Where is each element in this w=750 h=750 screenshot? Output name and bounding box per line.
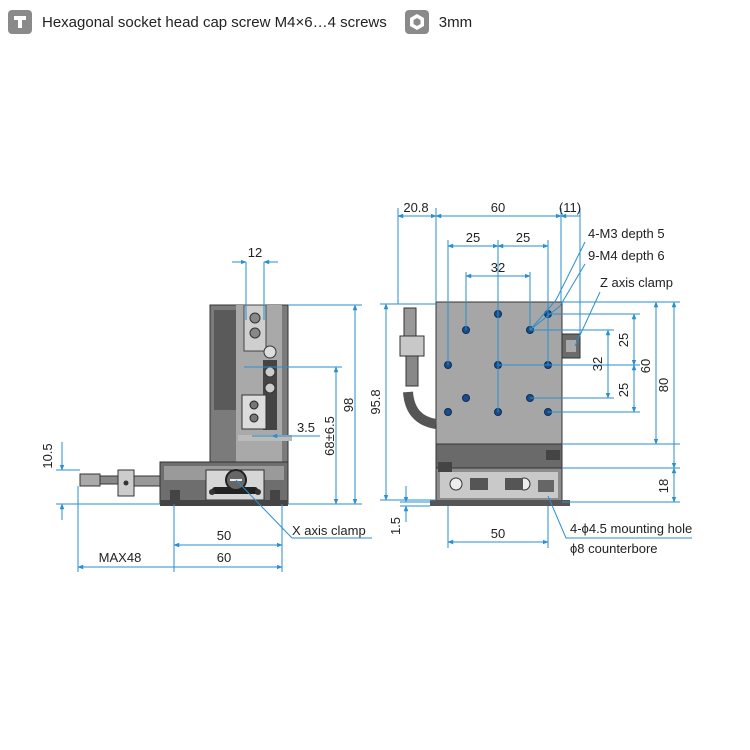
- dim-3-5: 3.5: [297, 420, 315, 435]
- dim-60-left: 60: [217, 550, 231, 565]
- dim-max48: MAX48: [99, 550, 142, 565]
- dim-98: 98: [341, 398, 356, 412]
- right-micrometer-knob: [399, 307, 438, 429]
- dim-60-v: 60: [638, 359, 653, 373]
- dim-20-8: 20.8: [403, 200, 428, 215]
- dim-10-5: 10.5: [40, 443, 55, 468]
- dim-50-left: 50: [217, 528, 231, 543]
- dim-25-v-top: 25: [616, 333, 631, 347]
- dim-25-v-bottom: 25: [616, 383, 631, 397]
- dim-25-right: 25: [516, 230, 530, 245]
- dim-11: (11): [559, 200, 581, 215]
- right-dimension-lines: [380, 208, 692, 548]
- label-z-axis-clamp: Z axis clamp: [600, 275, 673, 290]
- header-bar: Hexagonal socket head cap screw M4×6…4 s…: [8, 8, 472, 36]
- left-base-body: [159, 461, 289, 506]
- label-m3: 4-M3 depth 5: [588, 226, 665, 241]
- dim-1-5: 1.5: [388, 517, 403, 535]
- hex-wrench-icon: [404, 10, 429, 34]
- label-counterbore: ϕ8 counterbore: [570, 541, 658, 556]
- dim-12: 12: [248, 245, 262, 260]
- dim-25-left: 25: [466, 230, 480, 245]
- right-stage-body: [430, 301, 570, 506]
- dim-60-top: 60: [491, 200, 505, 215]
- socket-screw-icon: [8, 10, 32, 34]
- z-clamp: [561, 333, 581, 359]
- label-m4: 9-M4 depth 6: [588, 248, 665, 263]
- dim-68-travel: 68±6.5: [322, 416, 337, 456]
- left-dimension-lines: [56, 259, 372, 572]
- screw-spec-text: Hexagonal socket head cap screw M4×6…4 s…: [42, 13, 387, 31]
- left-view: 12 98 68±6.5 3.5 10.5 50 60 MAX48 X axis…: [40, 245, 372, 572]
- dim-18: 18: [656, 479, 671, 493]
- label-mounting-hole: 4-ϕ4.5 mounting hole: [570, 521, 692, 536]
- wrench-size-text: 3mm: [438, 13, 473, 31]
- left-micrometer-knob: [79, 469, 161, 497]
- dim-32-h: 32: [491, 260, 505, 275]
- label-x-axis-clamp: X axis clamp: [292, 523, 366, 538]
- left-column-body: [209, 304, 292, 466]
- dim-32-v: 32: [590, 357, 605, 371]
- right-view: 20.8 60 (11) 25 25 32 95.8 25 32 25 60 8…: [368, 200, 692, 556]
- dim-50-right: 50: [491, 526, 505, 541]
- dim-80-v: 80: [656, 378, 671, 392]
- dim-95-8: 95.8: [368, 389, 383, 414]
